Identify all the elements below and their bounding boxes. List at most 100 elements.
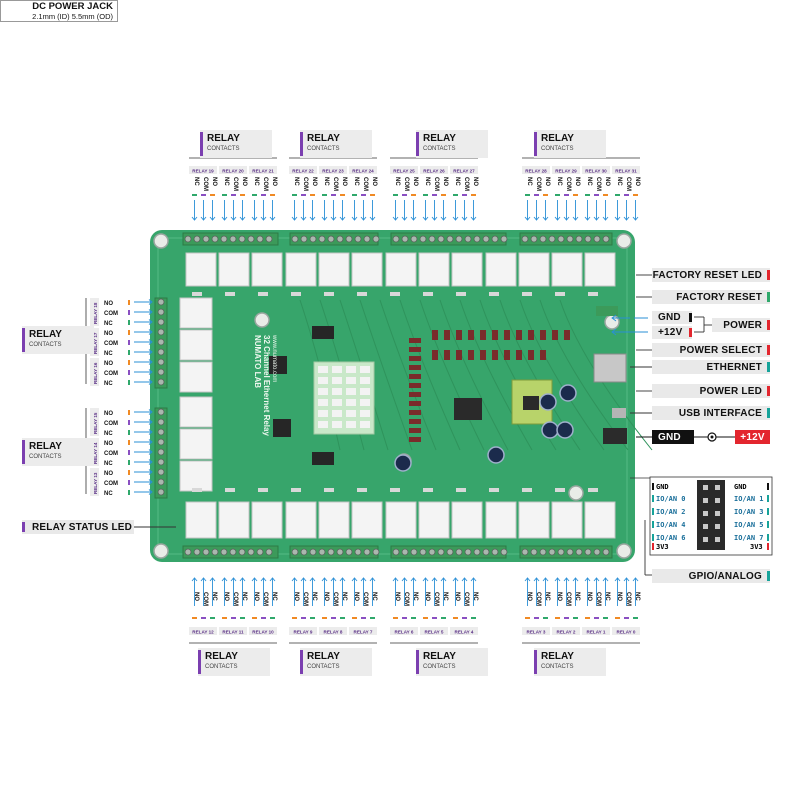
callout-accent-bar [767,345,770,355]
status-led [516,350,522,360]
relay-subtitle: CONTACTS [207,146,240,152]
contact-label-group: NC [223,177,229,186]
terminal-screw [446,235,454,243]
relay-name: RELAY 5 [425,629,444,634]
contact-arrow-head [533,216,540,221]
component-cell [346,421,356,428]
contact-com-swatch [624,194,629,196]
contact-no-swatch [128,360,130,365]
contact-nc-label: NC [104,351,113,357]
contact-arrow-head [623,216,630,221]
bottom-relay [518,501,550,539]
relay-name: RELAY 22 [292,168,314,173]
terminal-screw [291,548,299,556]
relay-name-box [90,298,99,326]
contact-label-group: NC [586,177,592,186]
terminal-screw [336,235,344,243]
top-relay [385,252,417,287]
mounting-hole [254,312,270,328]
callout-accent-bar [767,408,770,418]
relay-subtitle: CONTACTS [541,146,574,152]
contact-no-swatch [128,410,130,415]
contact-com-label: COM [433,177,439,191]
contact-nc-label: NC [526,177,532,186]
bottom-relay [318,501,350,539]
contact-label-group: NC [442,592,448,601]
capacitor [487,446,505,464]
contact-com-label: COM [332,177,338,191]
terminal-screw [184,235,192,243]
status-led [409,338,421,343]
gpio-left-pin-label: IO/AN 0 [656,495,686,503]
relay-name: RELAY 2 [557,629,576,634]
contact-no-swatch [240,194,245,196]
contact-label-group: NC [544,592,550,601]
terminal-screw [202,548,210,556]
gpio-pin-swatch [767,495,769,502]
component-cell [360,399,370,406]
contact-no-swatch [192,617,197,619]
contact-com-swatch [432,194,437,196]
board-url-text: www.numato.com [271,334,277,382]
relay-name-box [90,328,99,356]
contact-arrow-head [148,309,153,315]
contact-arrow-head [614,577,621,582]
terminal-screw [300,235,308,243]
relay-name: RELAY 9 [294,629,313,634]
pcb-trace [519,299,605,451]
status-led [468,350,474,360]
terminal-screw [548,235,556,243]
contact-com-swatch [231,617,236,619]
capacitor [559,384,577,402]
power-arrow-head [611,328,617,336]
terminal-screw [482,548,490,556]
contact-arrow-head [148,479,153,485]
gpio-left-pin-label: IO/AN 6 [656,534,686,542]
contact-arrow-head [339,216,346,221]
contact-arrow-head [422,577,429,582]
contact-arrow-head [200,577,207,582]
terminal-screw [491,548,499,556]
contact-label-group: COM [302,592,308,606]
bottom-relay [251,501,283,539]
component-cell [318,366,328,373]
contact-com-swatch [331,617,336,619]
contact-arrow-head [351,216,358,221]
mounting-hole [616,543,632,559]
status-led [409,347,421,352]
contact-nc-label: NC [211,592,217,601]
contact-label-group: NC [394,177,400,186]
contact-nc-label: NC [394,177,400,186]
contact-no-label: NO [311,177,317,186]
contact-label-group: COM [232,592,238,606]
gpio-pin [715,537,720,542]
contact-com-swatch [331,194,336,196]
contact-label-group: COM [262,177,268,191]
mounting-hole [153,233,169,249]
contact-no-label: NO [526,592,532,601]
status-led [432,330,438,340]
contact-com-label: COM [362,592,368,606]
callout-accent-bar [689,313,692,322]
contact-label-group: NC [323,177,329,186]
relay-title: RELAY [29,329,62,340]
component-cell [360,377,370,384]
relay-subtitle: CONTACTS [307,146,340,152]
terminal-screw [539,548,547,556]
contact-arrow-head [452,577,459,582]
component-cell [332,388,342,395]
component-cell [332,410,342,417]
contact-no-swatch [352,617,357,619]
contact-label-group: NO [211,177,217,186]
relay-name-group: RELAY 17 [93,332,98,354]
gpio-pin [715,498,720,503]
contact-label-group: COM [433,177,439,191]
contact-nc-swatch [471,617,476,619]
component-cell [332,377,342,384]
contact-nc-label: NC [556,177,562,186]
terminal-screw [327,235,335,243]
relay-subtitle: CONTACTS [29,454,62,460]
ethernet-label-text: ETHERNET [706,361,762,373]
ethernet-label: ETHERNET [652,360,770,374]
